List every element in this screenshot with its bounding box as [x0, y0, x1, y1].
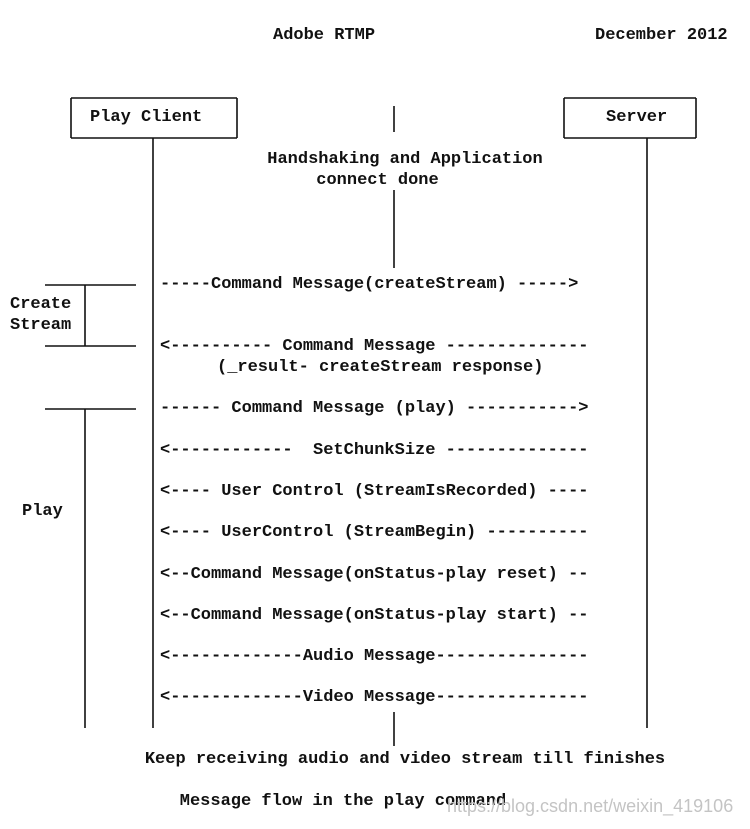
message-video: <-------------Video Message-------------… — [160, 688, 589, 707]
message-streambegin: <---- UserControl (StreamBegin) --------… — [160, 523, 589, 542]
message-setchunksize: <------------ SetChunkSize -------------… — [160, 441, 589, 460]
diagram-caption: Message flow in the play command — [179, 792, 507, 811]
create-stream-label-line2: Stream — [10, 316, 72, 335]
message-onstatus-play-start: <--Command Message(onStatus-play start) … — [160, 606, 589, 625]
message-audio: <-------------Audio Message-------------… — [160, 647, 589, 666]
header-left: Adobe RTMP — [273, 26, 376, 45]
client-box-frame — [70, 97, 238, 139]
message-result-detail: (_result- createStream response) — [217, 358, 544, 377]
message-onstatus-play-reset: <--Command Message(onStatus-play reset) … — [160, 565, 589, 584]
handshake-note-line2: connect done — [316, 171, 439, 190]
message-command-result: <---------- Command Message ------------… — [160, 337, 589, 356]
message-createstream: -----Command Message(createStream) -----… — [160, 275, 579, 294]
play-phase-label: Play — [22, 502, 63, 521]
server-box-frame — [563, 97, 697, 139]
client-participant-label: Play Client — [90, 108, 203, 127]
create-stream-label-line1: Create — [10, 295, 72, 314]
handshake-note-line1: Handshaking and Application — [267, 150, 543, 169]
keep-receiving-note: Keep receiving audio and video stream ti… — [144, 750, 666, 769]
csdn-watermark: https://blog.csdn.net/weixin_419106 — [447, 796, 734, 816]
message-streamisrecorded: <---- User Control (StreamIsRecorded) --… — [160, 482, 589, 501]
server-participant-label: Server — [606, 108, 668, 127]
play-bracket — [45, 408, 136, 728]
header-right: December 2012 — [595, 26, 728, 45]
create-stream-bracket — [45, 284, 136, 347]
message-play-command: ------ Command Message (play) ----------… — [160, 399, 589, 418]
